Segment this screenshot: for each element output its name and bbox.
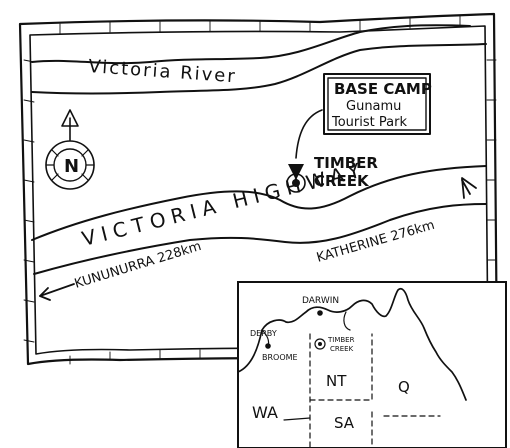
inset-timber-line2: CREEK: [330, 345, 354, 353]
timber-creek-marker: TIMBER CREEK: [286, 154, 378, 193]
river-label: Victoria River: [88, 56, 238, 87]
inset-broome-label: BROOME: [262, 353, 298, 362]
base-camp-line1: Gunamu: [346, 99, 401, 114]
inset-q-label: Q: [398, 378, 410, 396]
map-frame: [18, 12, 499, 366]
west-direction: KUNUNURRA 228km: [39, 239, 203, 301]
inset-derby-label: DERBY: [250, 329, 277, 338]
inset-map: DARWIN DERBY BROOME TIMBER CREEK NT WA S…: [237, 281, 507, 448]
timber-creek-line1: TIMBER: [314, 154, 378, 172]
inset-sa-label: SA: [334, 414, 355, 432]
base-camp-title: BASE CAMP: [334, 80, 432, 98]
base-camp-box: BASE CAMP Gunamu Tourist Park: [295, 73, 432, 159]
base-camp-line2: Tourist Park: [331, 115, 407, 130]
inset-nt-label: NT: [326, 372, 347, 390]
inset-timber-line1: TIMBER: [327, 336, 355, 344]
inset-wa-label: WA: [252, 403, 278, 422]
inset-darwin-label: DARWIN: [302, 296, 339, 306]
north-label: N: [64, 156, 79, 177]
timber-creek-line2: CREEK: [314, 172, 370, 190]
east-direction: KATHERINE 276km: [315, 177, 477, 266]
location-pin-icon: [288, 164, 304, 180]
victoria-highway: VICTORIA HIGHWAY: [31, 157, 487, 275]
compass-rose: N: [45, 109, 95, 190]
